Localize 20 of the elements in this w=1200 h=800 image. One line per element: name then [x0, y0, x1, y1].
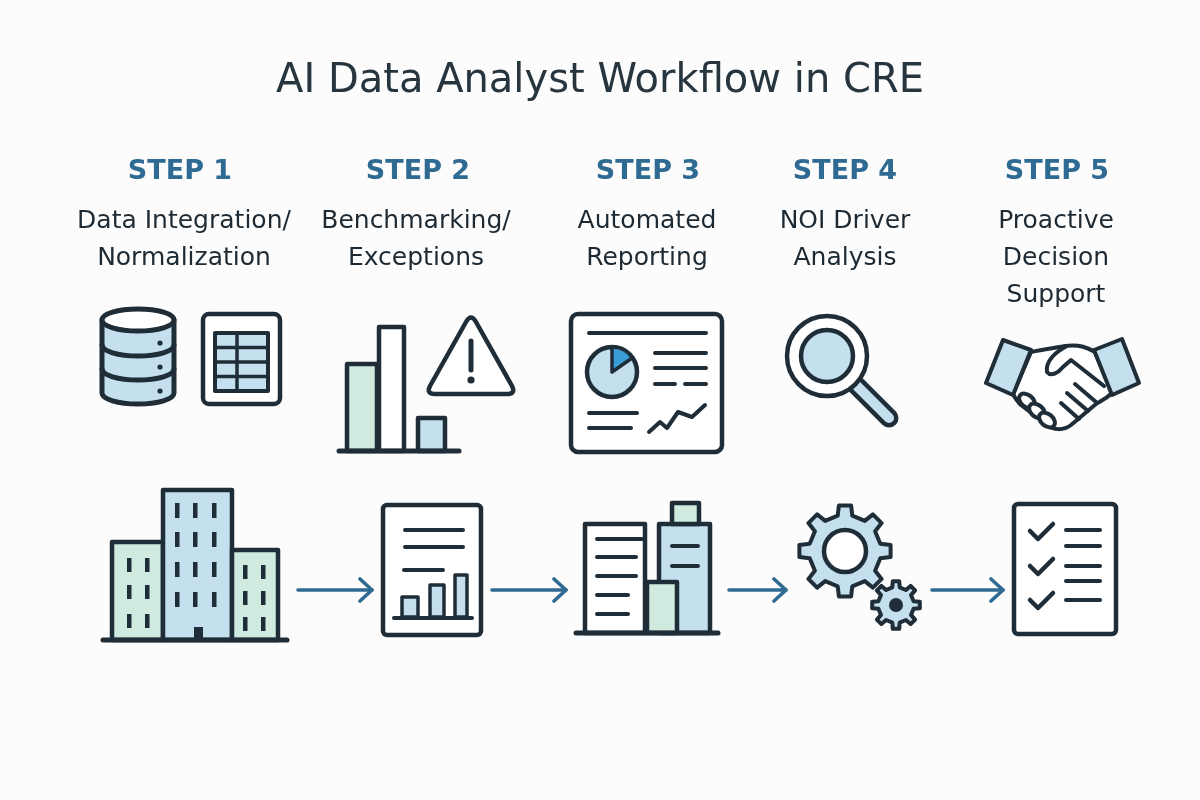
step-heading: STEP 4	[791, 153, 899, 187]
step-heading: STEP 5	[1003, 153, 1111, 187]
arrow	[296, 577, 374, 603]
gears-icon	[794, 501, 924, 634]
diagram-title: AI Data Analyst Workflow in CRE	[275, 54, 925, 102]
step-description: NOI Driver Analysis	[778, 204, 912, 273]
step-heading: STEP 2	[364, 153, 472, 187]
step-description: Proactive Decision Support	[997, 204, 1115, 310]
checklist-icon	[1011, 501, 1119, 637]
step-heading: STEP 3	[594, 153, 702, 187]
buildings-icon	[100, 486, 290, 644]
arrow	[490, 577, 568, 603]
step-description: Data Integration/ Normalization	[76, 204, 292, 273]
office-buildings-icon	[574, 500, 721, 636]
step-heading: STEP 1	[126, 153, 234, 187]
step-description: Automated Reporting	[576, 204, 718, 273]
arrow	[930, 577, 1005, 603]
step-description: Benchmarking/ Exceptions	[320, 204, 512, 273]
report-document-icon	[380, 502, 484, 638]
arrow	[727, 577, 788, 603]
